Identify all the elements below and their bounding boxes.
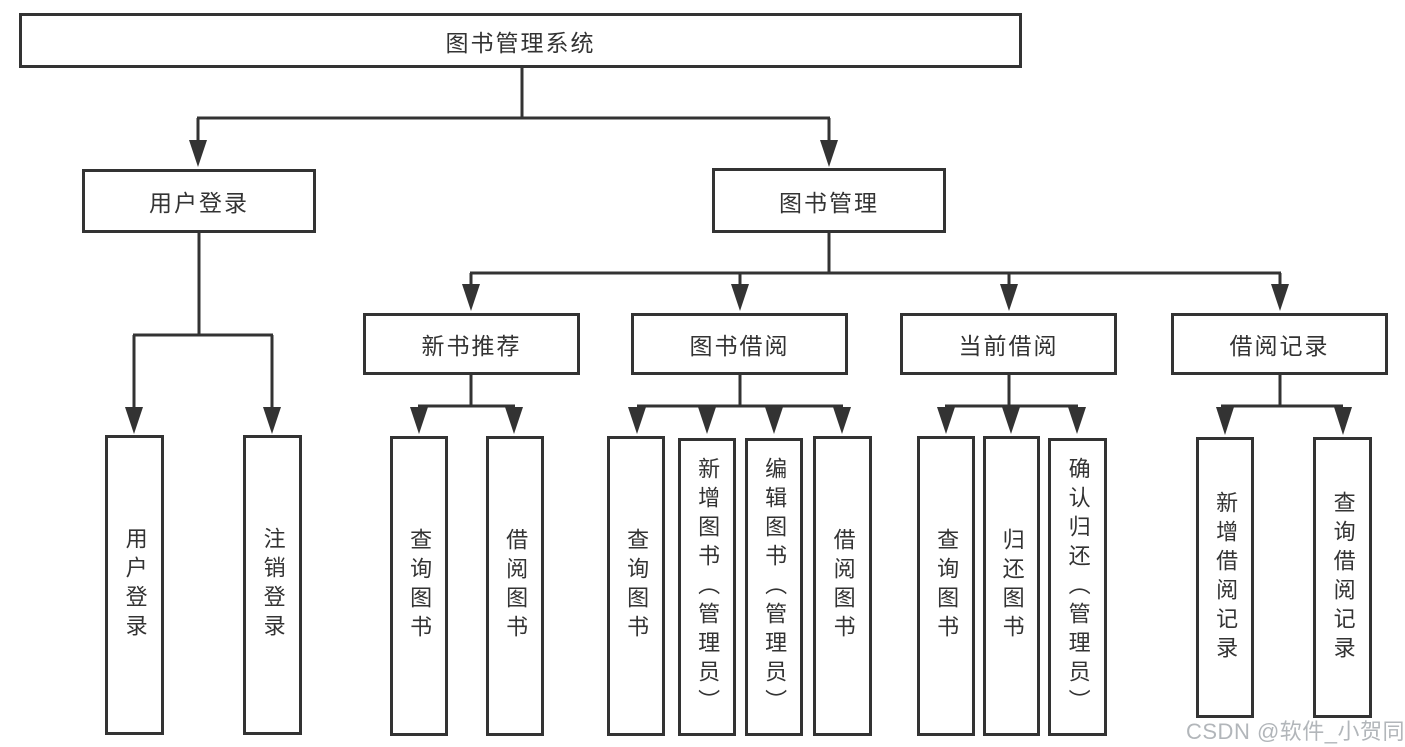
node-current-borrow: 当前借阅 <box>900 313 1117 375</box>
node-new-book-recommend: 新书推荐 <box>363 313 580 375</box>
leaf-cb-confirm-return-admin: 确认归还（管理员） <box>1048 438 1107 736</box>
node-root-label: 图书管理系统 <box>445 29 596 56</box>
leaf-user-login: 用户登录 <box>105 435 164 735</box>
leaf-br-add-record-label: 新增借阅记录 <box>1213 490 1239 665</box>
leaf-bb-borrow-books-label: 借阅图书 <box>830 528 856 644</box>
node-root: 图书管理系统 <box>19 13 1022 68</box>
leaf-cb-return-books-label: 归还图书 <box>999 528 1025 644</box>
leaf-logout: 注销登录 <box>243 435 302 735</box>
leaf-cb-return-books: 归还图书 <box>983 436 1040 736</box>
leaf-bb-edit-books-admin-label: 编辑图书（管理员） <box>762 456 788 718</box>
node-borrow-record: 借阅记录 <box>1171 313 1388 375</box>
leaf-bb-add-books-admin-label: 新增图书（管理员） <box>695 456 721 718</box>
leaf-nbr-borrow-books: 借阅图书 <box>486 436 544 736</box>
node-user-login-label: 用户登录 <box>149 190 249 216</box>
node-book-borrow: 图书借阅 <box>631 313 848 375</box>
leaf-cb-query-books-label: 查询图书 <box>934 528 960 644</box>
node-book-management-label: 图书管理 <box>779 189 879 216</box>
node-book-borrow-label: 图书借阅 <box>689 333 790 359</box>
leaf-bb-edit-books-admin: 编辑图书（管理员） <box>745 438 803 736</box>
node-current-borrow-label: 当前借阅 <box>958 333 1059 359</box>
leaf-br-query-record: 查询借阅记录 <box>1313 437 1372 718</box>
leaf-user-login-label: 用户登录 <box>122 527 148 643</box>
leaf-nbr-borrow-books-label: 借阅图书 <box>503 528 529 644</box>
leaf-bb-add-books-admin: 新增图书（管理员） <box>678 438 736 736</box>
csdn-watermark: CSDN @软件_小贺同学 <box>1186 719 1405 744</box>
leaf-br-add-record: 新增借阅记录 <box>1196 437 1254 718</box>
leaf-bb-query-books: 查询图书 <box>607 436 665 736</box>
node-book-management: 图书管理 <box>712 168 946 233</box>
node-user-login: 用户登录 <box>82 169 316 233</box>
leaf-cb-confirm-return-admin-label: 确认归还（管理员） <box>1065 456 1091 718</box>
leaf-br-query-record-label: 查询借阅记录 <box>1330 490 1356 665</box>
node-new-book-recommend-label: 新书推荐 <box>421 333 522 359</box>
leaf-logout-label: 注销登录 <box>260 527 286 643</box>
node-borrow-record-label: 借阅记录 <box>1229 333 1330 359</box>
leaf-nbr-query-books: 查询图书 <box>390 436 448 736</box>
leaf-bb-query-books-label: 查询图书 <box>624 528 650 644</box>
leaf-cb-query-books: 查询图书 <box>917 436 975 736</box>
leaf-nbr-query-books-label: 查询图书 <box>407 528 433 644</box>
leaf-bb-borrow-books: 借阅图书 <box>813 436 872 736</box>
